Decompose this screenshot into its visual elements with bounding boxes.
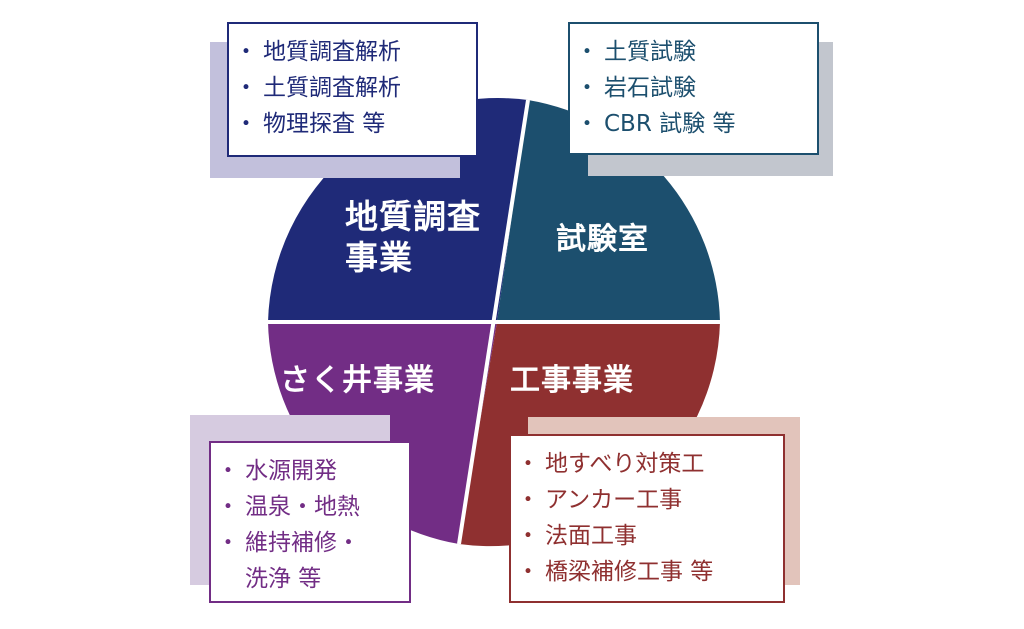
- construction-services-box: ・地すべり対策工・アンカー工事・法面工事・橋梁補修工事 等: [509, 434, 785, 603]
- construction-service-text: 法面工事: [545, 523, 637, 549]
- geology-service-item: ・土質調査解析: [229, 70, 476, 106]
- well-service-item-continuation: 洗浄 等: [211, 561, 409, 597]
- lab-service-text: CBR 試験 等: [604, 111, 736, 137]
- lab-service-text: 岩石試験: [604, 75, 696, 101]
- lab-services-list: ・土質試験・岩石試験・CBR 試験 等: [570, 34, 817, 142]
- lab-service-item: ・岩石試験: [570, 70, 817, 106]
- well-service-text: 水源開発: [245, 458, 337, 484]
- bullet-mark: ・: [575, 39, 599, 65]
- geology-services-list: ・地質調査解析・土質調査解析・物理探査 等: [229, 34, 476, 142]
- construction-label: 工事事業: [510, 363, 634, 398]
- well-service-continuation-text: 洗浄 等: [245, 566, 322, 592]
- bullet-mark: ・: [234, 39, 258, 65]
- bullet-mark: ・: [516, 487, 540, 513]
- well-service-item: ・維持補修・: [211, 525, 409, 561]
- construction-service-text: 地すべり対策工: [545, 451, 705, 477]
- bullet-mark: ・: [575, 75, 599, 101]
- bullet-mark: ・: [516, 559, 540, 585]
- well-label: さく井事業: [280, 363, 435, 398]
- well-service-text: 維持補修・: [245, 530, 360, 556]
- geology-services-box: ・地質調査解析・土質調査解析・物理探査 等: [227, 22, 478, 157]
- construction-service-item: ・地すべり対策工: [511, 446, 783, 482]
- well-service-item: ・水源開発: [211, 453, 409, 489]
- geology-service-item: ・物理探査 等: [229, 106, 476, 142]
- bullet-mark: ・: [516, 523, 540, 549]
- geology-service-text: 土質調査解析: [263, 75, 401, 101]
- bullet-mark: ・: [234, 111, 258, 137]
- construction-service-item: ・法面工事: [511, 518, 783, 554]
- lab-label: 試験室: [556, 222, 649, 257]
- lab-quadrant: [497, 100, 720, 322]
- geology-label: 地質調査 事業: [345, 196, 481, 279]
- bullet-mark: ・: [516, 451, 540, 477]
- bullet-mark: ・: [216, 494, 240, 520]
- lab-service-text: 土質試験: [604, 39, 696, 65]
- construction-service-text: 橋梁補修工事 等: [545, 559, 714, 585]
- geology-label-line2: 事業: [345, 238, 413, 278]
- lab-service-item: ・土質試験: [570, 34, 817, 70]
- well-service-item: ・温泉・地熱: [211, 489, 409, 525]
- bullet-mark: ・: [216, 530, 240, 556]
- geology-service-text: 地質調査解析: [263, 39, 401, 65]
- geology-service-text: 物理探査 等: [263, 111, 386, 137]
- bullet-mark: ・: [234, 75, 258, 101]
- construction-services-list: ・地すべり対策工・アンカー工事・法面工事・橋梁補修工事 等: [511, 446, 783, 590]
- well-services-list: ・水源開発・温泉・地熱・維持補修・洗浄 等: [211, 453, 409, 597]
- well-services-box: ・水源開発・温泉・地熱・維持補修・洗浄 等: [209, 441, 411, 603]
- construction-service-item: ・アンカー工事: [511, 482, 783, 518]
- construction-service-text: アンカー工事: [545, 487, 683, 513]
- lab-service-item: ・CBR 試験 等: [570, 106, 817, 142]
- bullet-mark: ・: [216, 458, 240, 484]
- construction-service-item: ・橋梁補修工事 等: [511, 554, 783, 590]
- geology-service-item: ・地質調査解析: [229, 34, 476, 70]
- geology-label-line1: 地質調査: [345, 197, 481, 236]
- lab-services-box: ・土質試験・岩石試験・CBR 試験 等: [568, 22, 819, 155]
- well-service-text: 温泉・地熱: [245, 494, 360, 520]
- bullet-mark: ・: [575, 111, 599, 137]
